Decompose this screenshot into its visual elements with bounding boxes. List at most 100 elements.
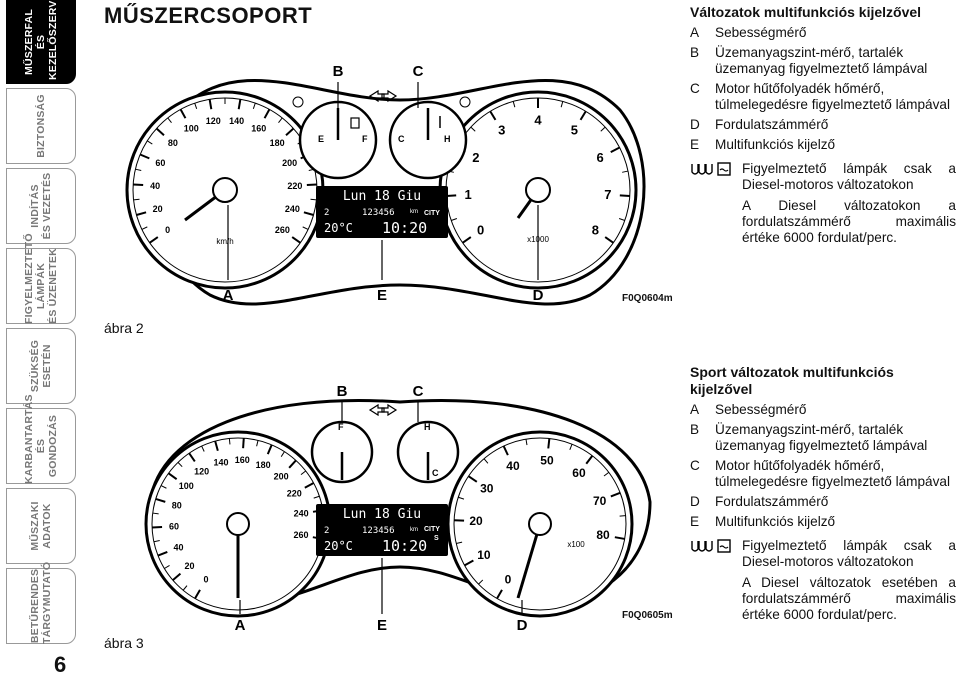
gauge-tick — [194, 102, 198, 109]
tacho-needle — [516, 523, 542, 599]
gauge-tick — [604, 236, 614, 244]
gauge-tick-label: 5 — [571, 122, 578, 137]
sidebar-tab-maintenance[interactable]: KARBANTARTÁS ÉS GONDOZÁS — [6, 394, 76, 484]
gauge-tick-label: 260 — [294, 530, 309, 540]
gauge-tick-label: 100 — [184, 124, 199, 134]
gauge-tick-label: 80 — [168, 138, 178, 148]
diesel-note: A Diesel változatok esetében a fordulats… — [742, 575, 956, 622]
fuel-full-label: F — [362, 134, 368, 144]
glow-plug-and-water-in-fuel-icons — [691, 162, 731, 176]
gauge-tick-label: 6 — [596, 150, 603, 165]
gauge-tick-label: 140 — [214, 457, 229, 467]
sidebar: MŰSZERFAL ÉS KEZELŐSZERVEK BIZTONSÁG IND… — [0, 0, 80, 678]
gauge-tick — [547, 438, 551, 449]
gauge-tick — [478, 579, 484, 585]
gauge-tick-label: 60 — [572, 466, 586, 480]
gauge-tick — [214, 440, 219, 451]
sidebar-tab-instruments[interactable]: MŰSZERFAL ÉS KEZELŐSZERVEK — [6, 0, 76, 84]
headlight-icon — [459, 96, 471, 108]
sidebar-tab-starting[interactable]: INDÍTÁS ÉS VEZETÉS — [6, 168, 76, 244]
gauge-tick — [285, 127, 295, 136]
figure-caption-2: ábra 2 — [104, 320, 144, 336]
display-gear: 2 — [324, 208, 329, 218]
gauge-tick — [622, 170, 629, 173]
gauge-tick — [179, 108, 187, 119]
gauge-tick — [303, 211, 314, 216]
item-text: Üzemanyagszint-mérő, tartalék üzemanyag … — [715, 45, 928, 76]
gauge-tick — [458, 496, 465, 500]
item-key: B — [690, 422, 700, 437]
temp-cold-label: C — [398, 134, 405, 144]
gauge-tick-label: 120 — [206, 116, 221, 126]
callout-e: E — [377, 287, 387, 304]
sidebar-tab-technical-data[interactable]: MŰSZAKI ADATOK — [6, 488, 76, 564]
gauge-tick-label: 70 — [593, 494, 607, 508]
gauge-tick — [266, 444, 273, 455]
gauge-tick-label: 2 — [472, 150, 479, 165]
turn-signal-icon — [368, 403, 398, 417]
speed-needle-hub — [226, 512, 250, 536]
gauge-tick-label: 220 — [287, 181, 302, 191]
fuel-pump-icon — [350, 117, 360, 129]
display-odo-unit: km — [410, 527, 418, 533]
gauge-tick-label: 0 — [505, 572, 512, 586]
display-clock: 10:20 — [382, 537, 427, 555]
item-key: C — [690, 81, 700, 96]
sidebar-tab-label: FIGYELMEZTETŐ LÁMPÁK ÉS ÜZENETEK — [23, 233, 59, 324]
temp-hot-label: H — [444, 134, 451, 144]
gauge-tick — [310, 198, 317, 201]
multifunction-display-sport: Lun 18 Giu 2 123456 km CITY S 20°C 10:20 — [316, 504, 448, 556]
gauge-tick-label: 240 — [294, 509, 309, 519]
gauge-tick — [306, 183, 317, 187]
gauge-tick — [614, 536, 625, 540]
gauge-tick-label: 80 — [172, 500, 182, 510]
item-key: E — [690, 137, 700, 152]
display-outside-temp: 20°C — [324, 539, 353, 553]
gauge-tick — [133, 198, 140, 201]
sidebar-tab-label: MŰSZERFAL ÉS KEZELŐSZERVEK — [23, 0, 59, 80]
gauge-tick — [291, 236, 301, 244]
temp-gauge: C H — [388, 100, 468, 180]
gauge-tick — [451, 218, 458, 221]
fuel-gauge-sport: F — [310, 420, 374, 484]
gauge-tick-label: 200 — [282, 158, 297, 168]
gauge-tick — [177, 462, 183, 468]
item-key: D — [690, 117, 700, 132]
speed-unit: km/h — [216, 237, 233, 246]
figure-caption-3: ábra 3 — [104, 635, 144, 651]
item-key: E — [690, 514, 700, 529]
gauge-tick — [483, 458, 489, 464]
sidebar-tab-emergency[interactable]: SZÜKSÉG ESETÉN — [6, 328, 76, 404]
item-key: D — [690, 494, 700, 509]
gauge-tick — [585, 455, 594, 465]
diesel-warning: Figyelmeztető lámpák csak a Diesel-motor… — [690, 161, 956, 193]
warning-text: Figyelmeztető lámpák csak a Diesel-motor… — [742, 161, 956, 192]
sidebar-tab-index[interactable]: BETŰRENDES TÁRGYMUTATÓ — [6, 562, 76, 644]
gauge-tick — [136, 211, 147, 216]
item-key: A — [690, 402, 700, 417]
gauge-tick — [470, 126, 476, 132]
gauge-tick — [610, 491, 621, 498]
item-key: A — [690, 25, 700, 40]
gauge-tick-label: 200 — [274, 472, 289, 482]
sidebar-tab-warning-lights[interactable]: FIGYELMEZTETŐ LÁMPÁK ÉS ÜZENETEK — [6, 233, 76, 324]
item-text: Fordulatszámmérő — [715, 117, 829, 132]
gauge-tick-label: 220 — [287, 488, 302, 498]
sidebar-tab-safety[interactable]: BIZTONSÁG — [6, 88, 76, 164]
gauge-tick — [160, 485, 167, 489]
gauge-tick — [263, 108, 271, 119]
gauge-tick — [164, 564, 170, 569]
gauge-tick-label: 40 — [150, 181, 160, 191]
gauge-tick — [201, 445, 205, 452]
gauge-tick — [600, 126, 606, 132]
display-sport-indicator: S — [434, 535, 439, 542]
callout-a: A — [223, 287, 234, 304]
